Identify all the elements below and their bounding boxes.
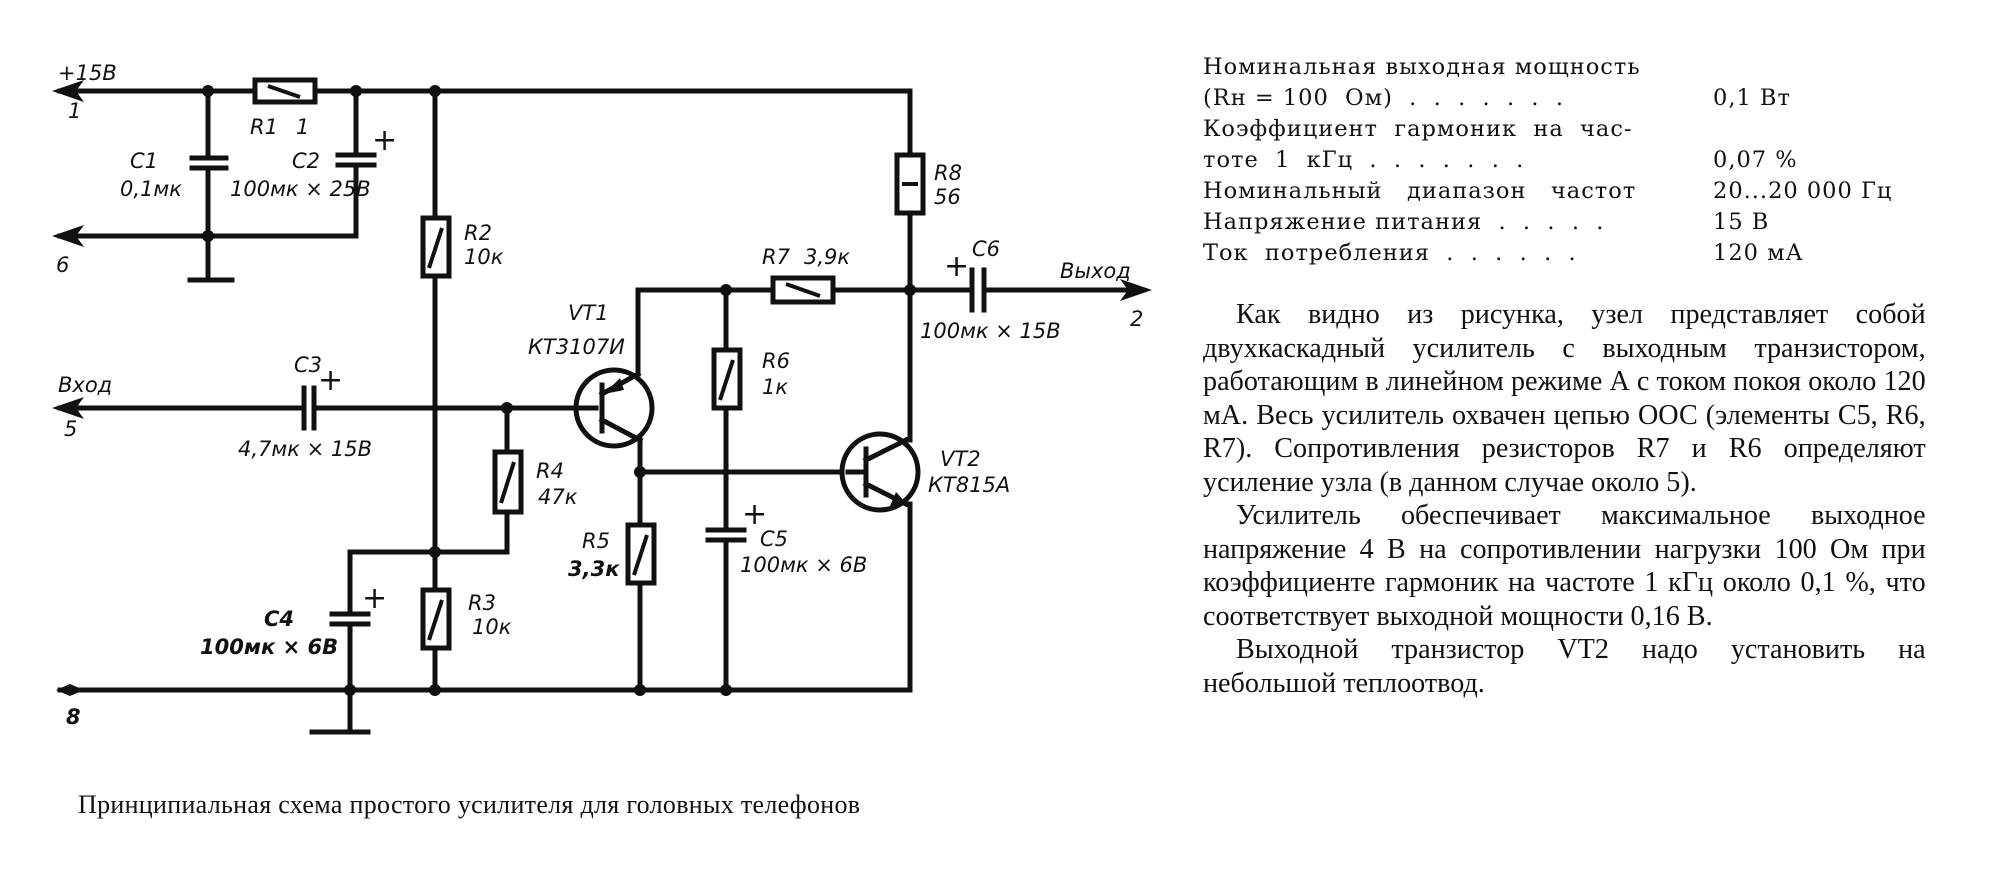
vt1-value: КТ3107И: [528, 335, 625, 359]
resistor-r2: [420, 215, 452, 279]
spec-label: тоте 1 кГц . . . . . . .: [1203, 147, 1525, 173]
junction-dots: [202, 85, 916, 696]
r6-value: 1к: [762, 375, 788, 399]
r5-ref: R5: [582, 529, 610, 553]
spec-row: Ток потребления . . . . . . 120 мА: [1203, 238, 1993, 269]
input-arrow-icon: [52, 397, 84, 419]
resistor-r4: [492, 449, 524, 515]
r4-value: 47к: [538, 485, 578, 509]
specifications-table: Номинальная выходная мощность (Rн = 100 …: [1203, 52, 1993, 269]
c6-polarity-mark: +: [944, 249, 969, 284]
resistor-r8: [894, 152, 926, 216]
resistor-r5: [625, 522, 657, 586]
output-pin: 2: [1130, 307, 1143, 331]
article-body: Как видно из рисунка, узел представляет …: [1203, 298, 1926, 700]
spec-row: Номинальная выходная мощность: [1203, 52, 1993, 83]
spec-value: 0,1 Вт: [1713, 85, 1791, 111]
vt2-ref: VT2: [940, 447, 981, 471]
c6-value: 100мк × 15В: [920, 319, 1061, 343]
common-pin-label: 6: [56, 253, 69, 277]
r3-ref: R3: [468, 591, 496, 615]
c2-ref: C2: [292, 149, 320, 173]
c3-ref: C3: [294, 353, 322, 377]
c3-value: 4,7мк × 15В: [238, 437, 372, 461]
spec-label: Номинальный диапазон частот: [1203, 178, 1637, 204]
c1-value: 0,1мк: [120, 177, 182, 201]
paragraph: Выходной транзистор VT2 надо установить …: [1203, 633, 1926, 699]
supply-arrow-icon: [52, 80, 84, 102]
resistor-r3: [420, 587, 452, 651]
r2-ref: R2: [464, 221, 492, 245]
spec-label: Ток потребления . . . . . .: [1203, 240, 1577, 266]
common-arrow-icon: [52, 225, 84, 247]
spec-value: 20...20 000 Гц: [1713, 178, 1893, 204]
r6-ref: R6: [762, 349, 790, 373]
c2-value: 100мк × 25В: [230, 177, 371, 201]
c4-polarity-mark: +: [362, 581, 387, 616]
transistor-vt2: [839, 431, 921, 513]
spec-row: Коэффициент гармоник на час-: [1203, 114, 1993, 145]
ground-pin: 8: [66, 705, 81, 729]
input-pin: 5: [64, 417, 77, 441]
spec-row: тоте 1 кГц . . . . . . . 0,07 %: [1203, 145, 1993, 176]
vt1-ref: VT1: [568, 301, 609, 325]
c1-ref: C1: [130, 149, 158, 173]
spec-label: Напряжение питания . . . . .: [1203, 209, 1605, 235]
supply-rail: [57, 88, 913, 158]
spec-value: 15 В: [1713, 209, 1770, 235]
r8-value: 56: [934, 185, 961, 209]
transistor-vt1: [517, 367, 655, 449]
input-label: Вход: [58, 373, 112, 397]
spec-label: (Rн = 100 Ом) . . . . . . .: [1203, 85, 1565, 111]
c3-polarity-mark: +: [318, 363, 343, 398]
spec-row: Номинальный диапазон частот 20...20 000 …: [1203, 176, 1993, 207]
r8-ref: R8: [934, 161, 962, 185]
resistor-r7: [770, 275, 836, 305]
vt2-value: КТ815А: [928, 473, 1010, 497]
paragraph: Как видно из рисунка, узел представляет …: [1203, 298, 1926, 498]
ground-terminal-dot: [56, 684, 84, 696]
c5-polarity-mark: +: [742, 497, 767, 532]
spec-row: (Rн = 100 Ом) . . . . . . . 0,1 Вт: [1203, 83, 1993, 114]
spec-value: 0,07 %: [1713, 147, 1798, 173]
r7-value: 3,9к: [804, 245, 850, 269]
c6-ref: C6: [972, 237, 1000, 261]
output-arrow-icon: [1120, 279, 1152, 301]
r7-ref: R7: [762, 245, 791, 269]
c5-value: 100мк × 6В: [740, 553, 867, 577]
supply-label: +15В: [58, 61, 117, 85]
supply-pin: 1: [68, 99, 81, 123]
spec-value: 120 мА: [1713, 240, 1804, 266]
output-label: Выход: [1060, 259, 1131, 283]
spec-row: Напряжение питания . . . . . 15 В: [1203, 207, 1993, 238]
c2-polarity-mark: +: [372, 123, 397, 158]
amplifier-schematic: +15В 1 R1 1 C1 0,1мк + C2 100мк × 25В 6 …: [52, 61, 1152, 735]
r2-value: 10к: [464, 245, 504, 269]
paragraph: Усилитель обеспечивает максимальное выхо…: [1203, 499, 1926, 632]
r1-value: 1: [296, 115, 309, 139]
c5-ref: C5: [760, 527, 788, 551]
c4-value: 100мк × 6В: [200, 635, 338, 659]
r3-value: 10к: [472, 615, 512, 639]
c4-ref: C4: [264, 607, 294, 631]
r5-value: 3,3к: [568, 557, 620, 581]
r1-ref: R1: [250, 115, 278, 139]
spec-label: Коэффициент гармоник на час-: [1203, 116, 1633, 142]
figure-caption: Принципиальная схема простого усилителя …: [78, 790, 861, 819]
resistor-r6: [711, 347, 743, 411]
resistor-r1: [252, 77, 318, 105]
r4-ref: R4: [536, 459, 564, 483]
spec-label: Номинальная выходная мощность: [1203, 54, 1641, 80]
